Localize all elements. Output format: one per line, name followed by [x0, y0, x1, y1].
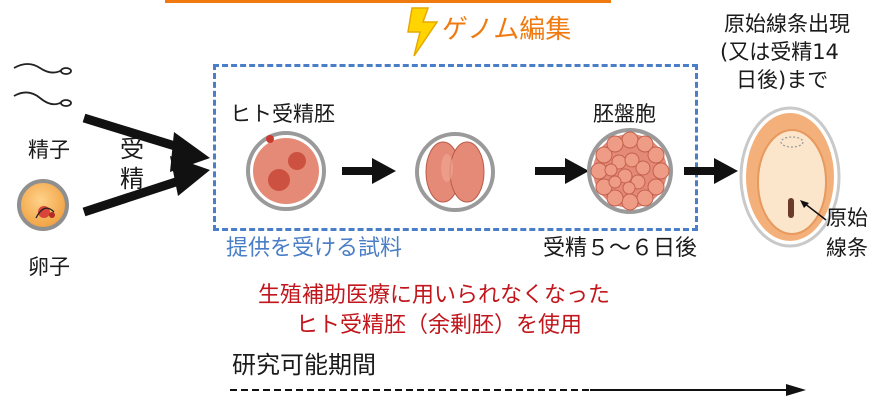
lightning-icon: [407, 7, 439, 57]
arrow-icon: [684, 158, 738, 184]
research-period-label: 研究可能期間: [232, 351, 376, 379]
surplus-embryo-note-line1: 生殖補助医療に用いられなくなった: [258, 283, 611, 308]
sperm-label: 精子: [28, 138, 70, 162]
egg-icon: [17, 179, 69, 231]
primitive-streak-label-line1: 原始: [826, 206, 868, 230]
top-accent-line: [165, 0, 611, 3]
days-after-fertilization-label: 受精５〜６日後: [543, 236, 698, 261]
surplus-embryo-note-line2: ヒト受精胚（余剰胚）を使用: [296, 313, 583, 338]
human-embryo-label: ヒト受精胚: [230, 102, 335, 126]
arrow-icon: [342, 158, 396, 184]
fertilized-embryo-icon: [246, 131, 326, 211]
two-cell-embryo-icon: [415, 132, 495, 212]
provided-sample-label: 提供を受ける試料: [226, 236, 403, 261]
blastocyst-icon: [587, 128, 673, 214]
egg-label: 卵子: [28, 255, 70, 279]
sperm-icon: [13, 63, 72, 107]
primitive-streak-appearance-line1: 原始線条出現: [724, 12, 850, 36]
primitive-streak-label-line2: 線条: [826, 236, 868, 260]
fertilization-label-char2: 精: [120, 165, 144, 193]
genome-editing-label: ゲノム編集: [442, 15, 572, 45]
primitive-streak-appearance-line3: 日後)まで: [736, 68, 829, 92]
blastocyst-label: 胚盤胞: [593, 102, 656, 126]
arrow-icon: [535, 158, 589, 184]
research-period-timeline: [230, 384, 806, 396]
primitive-streak-pointer: [800, 200, 827, 221]
primitive-streak-appearance-line2: (又は受精14: [720, 40, 839, 64]
provided-sample-box: [213, 64, 698, 231]
fertilization-arrows: [82, 113, 210, 217]
